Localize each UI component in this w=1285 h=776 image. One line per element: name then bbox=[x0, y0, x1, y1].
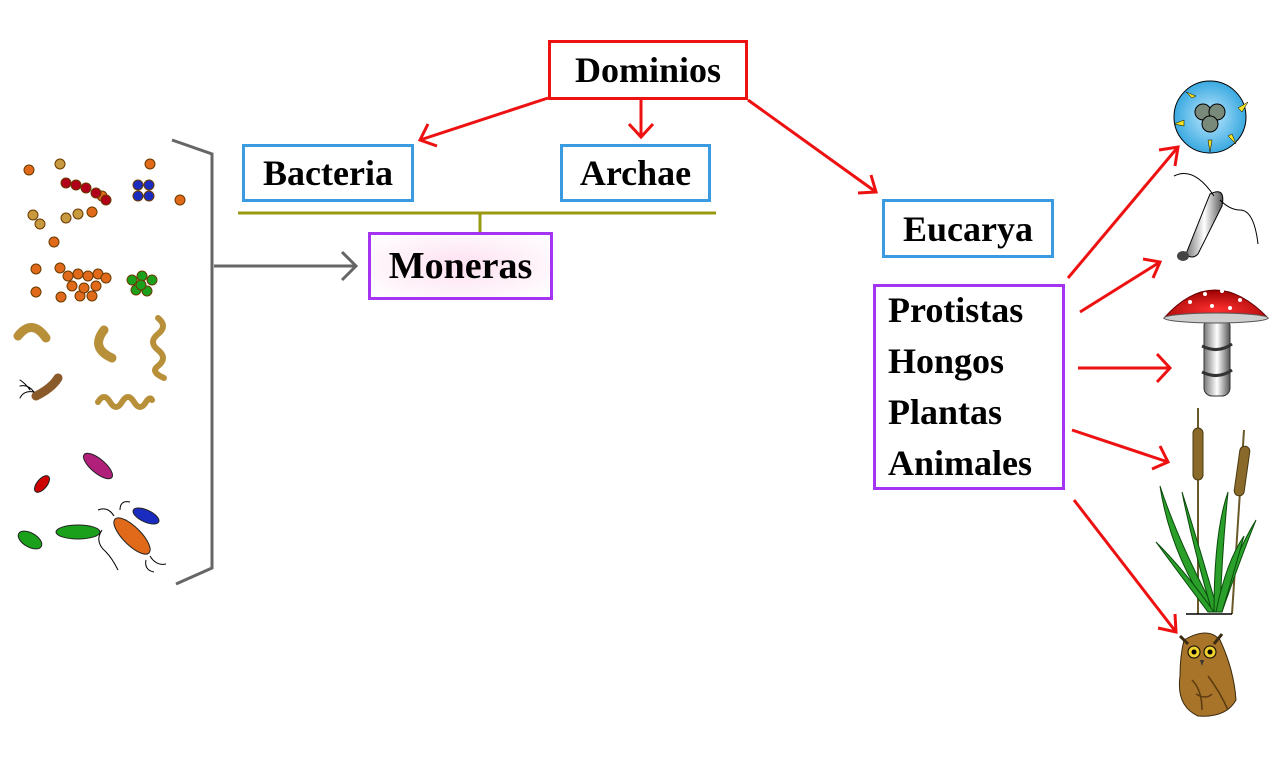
owl-icon bbox=[1178, 632, 1237, 717]
root-node-label: Dominios bbox=[574, 50, 722, 90]
kingdoms-node: Protistas Hongos Plantas Animales bbox=[873, 284, 1065, 490]
domain-node-eucarya: Eucarya bbox=[882, 199, 1054, 258]
arrow-to-bacteria bbox=[419, 96, 549, 142]
kingdom-protistas: Protistas bbox=[888, 290, 1024, 330]
arrow-to-eucarya-head bbox=[857, 174, 878, 195]
group-node-moneras: Moneras bbox=[368, 232, 553, 300]
bacteria-bracket bbox=[171, 138, 359, 586]
arrow-to-eucarya bbox=[747, 98, 877, 194]
kingdom-animales: Animales bbox=[888, 443, 1032, 483]
root-node-dominios: Dominios bbox=[548, 40, 748, 100]
kingdom-hongos: Hongos bbox=[888, 341, 1005, 381]
protist-diatom-icon bbox=[1173, 80, 1249, 154]
cattail-plant-icon bbox=[1155, 408, 1257, 615]
kingdom-arrows bbox=[1066, 145, 1180, 634]
bacteria-cocci-icon bbox=[23, 158, 186, 303]
domain-node-archae: Archae bbox=[560, 144, 711, 202]
root-arrows bbox=[417, 96, 878, 195]
group-node-label: Moneras bbox=[388, 245, 533, 287]
domain-node-label: Archae bbox=[579, 153, 692, 193]
bacteria-curved-icon bbox=[13, 323, 117, 401]
arrow-to-bacteria-head bbox=[417, 123, 438, 148]
bacteria-spirilla-icon bbox=[95, 315, 167, 410]
domain-node-bacteria: Bacteria bbox=[242, 144, 414, 202]
arrow-to-archae-head bbox=[627, 122, 655, 140]
mushroom-icon bbox=[1162, 289, 1270, 397]
bacteria-bacilli-icon bbox=[17, 452, 167, 573]
domain-connector bbox=[238, 211, 716, 232]
domain-node-label: Eucarya bbox=[903, 208, 1033, 249]
protist-flagellate-icon bbox=[1173, 173, 1259, 261]
domain-node-label: Bacteria bbox=[263, 153, 393, 193]
kingdom-plantas: Plantas bbox=[888, 392, 1003, 432]
